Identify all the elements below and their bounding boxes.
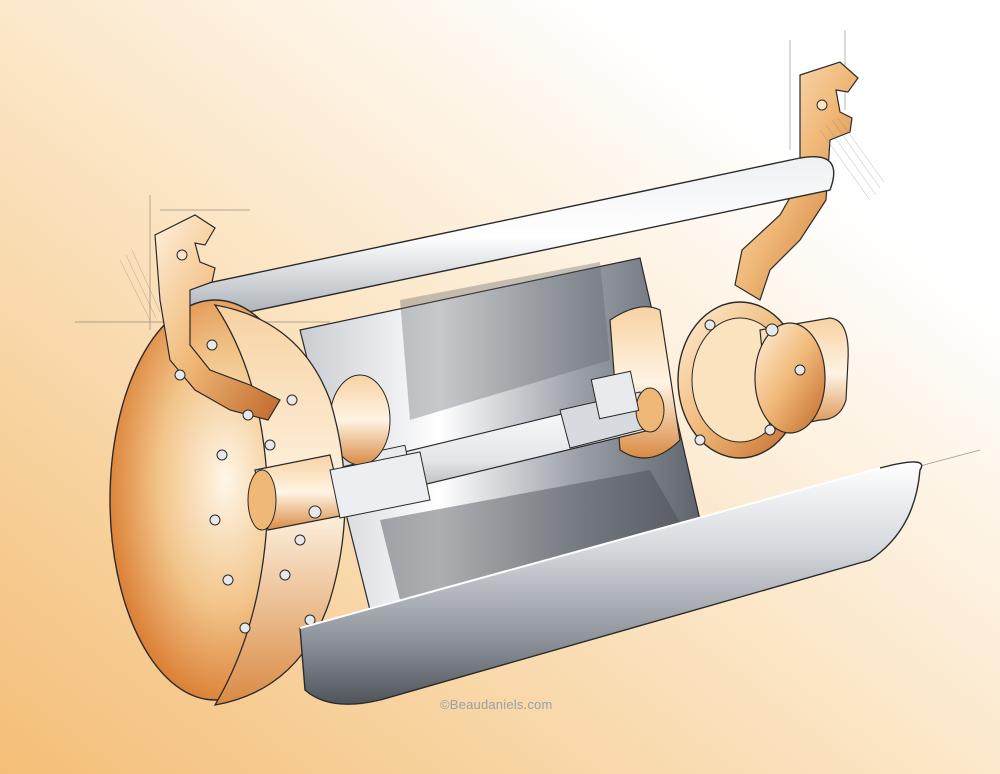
bracket-hole [176, 249, 188, 261]
watermark-credit: ©Beaudaniels.com [440, 697, 553, 712]
drum-shell-bottom [299, 461, 923, 705]
end-cap-bolts [174, 339, 316, 634]
front-hub [247, 451, 431, 531]
bracket-hole [816, 99, 828, 111]
inner-drum-lower [380, 470, 690, 600]
front-mounting-bracket [154, 214, 281, 421]
shell-bottom-edge [299, 467, 881, 629]
inner-drum-shadow [400, 262, 610, 420]
sketch-hatching [119, 117, 885, 321]
